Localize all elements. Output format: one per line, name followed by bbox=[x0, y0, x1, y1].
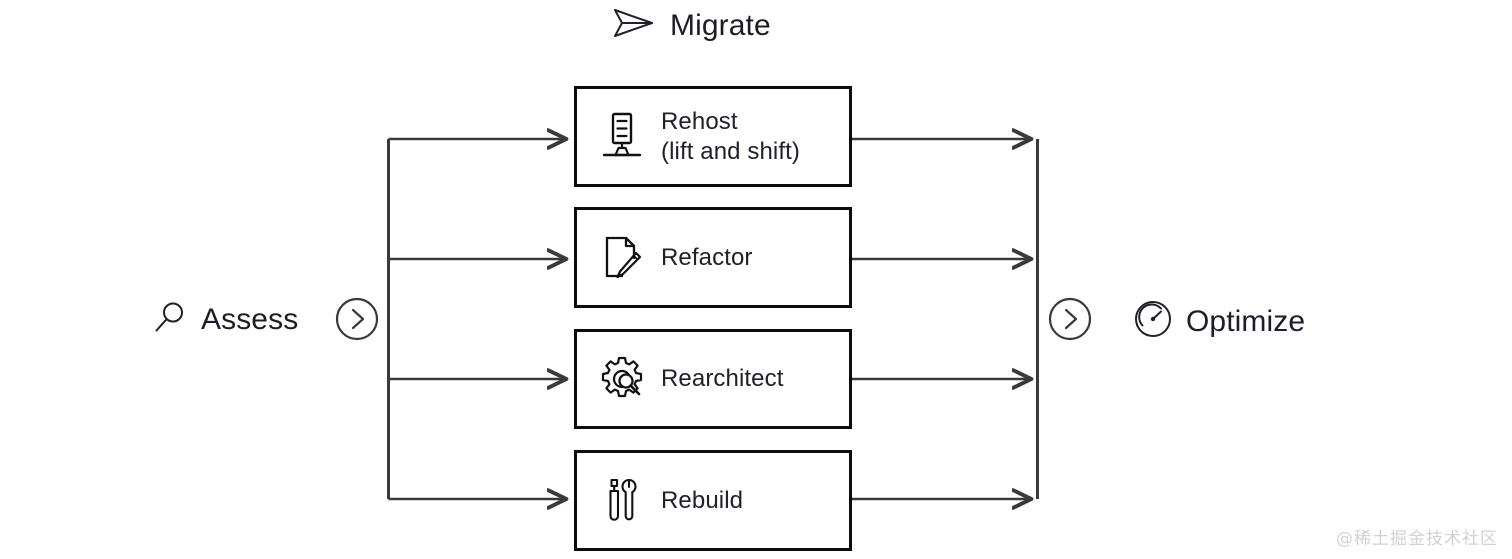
magnifier-icon bbox=[152, 299, 188, 340]
chevron-right-circle-icon-left bbox=[335, 297, 379, 341]
page-title: Migrate bbox=[670, 8, 771, 42]
option-label-rearchitect: Rearchitect bbox=[661, 365, 784, 392]
migrate-header: Migrate bbox=[612, 6, 771, 45]
stage-optimize-label: Optimize bbox=[1186, 304, 1306, 338]
stage-assess-label: Assess bbox=[201, 302, 299, 336]
option-label-refactor: Refactor bbox=[661, 243, 753, 271]
option-box-rebuild[interactable]: Rebuild bbox=[574, 450, 852, 551]
watermark: @稀土掘金技术社区 bbox=[1336, 529, 1498, 549]
option-label-rehost: Rehost (lift and shift) bbox=[661, 107, 800, 165]
option-box-refactor[interactable]: Refactor bbox=[574, 207, 852, 308]
stage-optimize: Optimize bbox=[1133, 299, 1305, 344]
document-pencil-icon bbox=[599, 232, 645, 284]
server-rack-icon bbox=[599, 111, 645, 163]
option-box-rearchitect[interactable]: Rearchitect bbox=[574, 329, 852, 429]
gauge-icon bbox=[1133, 299, 1173, 344]
screwdriver-wrench-icon bbox=[599, 475, 645, 527]
stage-assess: Assess bbox=[152, 299, 298, 340]
chevron-right-circle-icon-right bbox=[1048, 297, 1092, 341]
option-label-rebuild: Rebuild bbox=[661, 486, 744, 514]
gear-magnifier-icon bbox=[599, 353, 645, 405]
option-box-rehost[interactable]: Rehost (lift and shift) bbox=[574, 86, 852, 187]
paper-plane-icon bbox=[612, 6, 656, 45]
